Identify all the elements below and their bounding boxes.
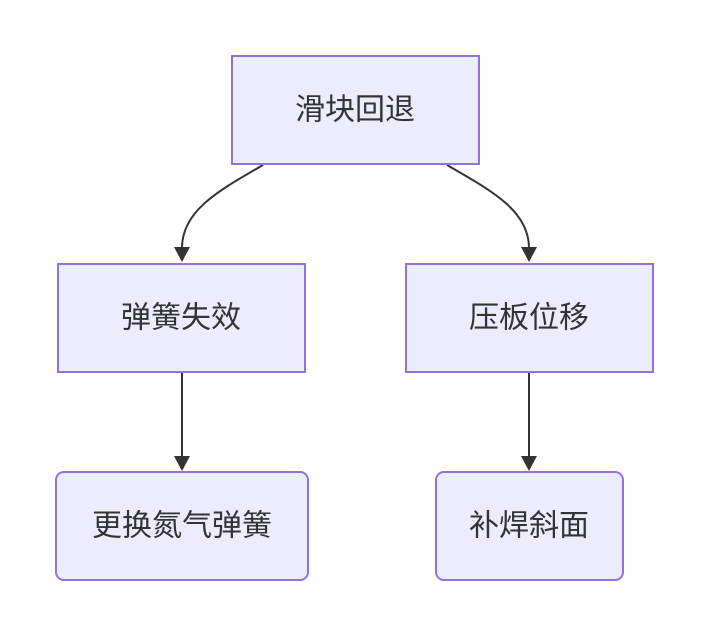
arrowhead-right-mid [521, 247, 537, 262]
node-left-mid: 弹簧失效 [57, 263, 306, 373]
node-left-mid-label: 弹簧失效 [121, 301, 241, 336]
node-right-mid-box [405, 263, 654, 373]
arrowhead-left-leaf [174, 456, 190, 471]
edge-root-to-right-mid [446, 164, 530, 249]
node-right-leaf-label: 补焊斜面 [469, 509, 589, 544]
arrowhead-right-leaf [521, 456, 537, 471]
node-root-label: 滑块回退 [295, 93, 415, 128]
node-left-mid-box [57, 263, 306, 373]
node-left-leaf-label: 更换氮气弹簧 [92, 509, 272, 544]
arrowhead-left-mid [174, 247, 190, 262]
edges [174, 164, 537, 471]
node-left-leaf: 更换氮气弹簧 [55, 471, 309, 581]
node-root: 滑块回退 [231, 55, 480, 165]
node-right-mid-label: 压板位移 [469, 301, 589, 336]
node-right-leaf: 补焊斜面 [435, 471, 624, 581]
node-root-box [231, 55, 480, 165]
node-right-mid: 压板位移 [405, 263, 654, 373]
node-right-leaf-box [435, 471, 624, 581]
node-left-leaf-box [55, 471, 309, 581]
edge-root-to-left-mid [181, 164, 264, 249]
